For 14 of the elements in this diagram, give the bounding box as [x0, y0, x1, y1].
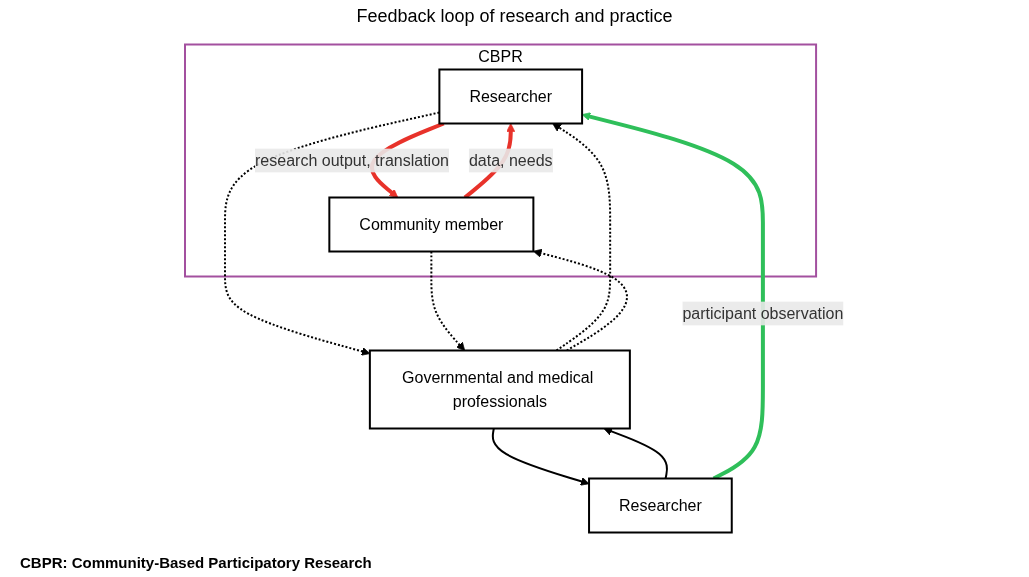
arrow: [533, 248, 629, 352]
node-box: Researcher: [438, 68, 584, 125]
note-text: Feedback loop of research and practice: [356, 6, 673, 26]
arrow: [492, 427, 590, 486]
node-box: Researcher: [588, 477, 734, 534]
edge-label: research output, translation: [255, 151, 450, 169]
node-box: Community member: [328, 196, 535, 253]
arrow: [430, 250, 466, 351]
arrow: [603, 427, 669, 480]
edge-label: data, needs: [469, 151, 553, 169]
caption: CBPR: Community-Based Participatory Research: [20, 554, 372, 571]
arrow: [552, 123, 612, 352]
node-box: Governmental and medical professionals: [369, 349, 632, 430]
edge-label: participant observation: [682, 304, 844, 322]
